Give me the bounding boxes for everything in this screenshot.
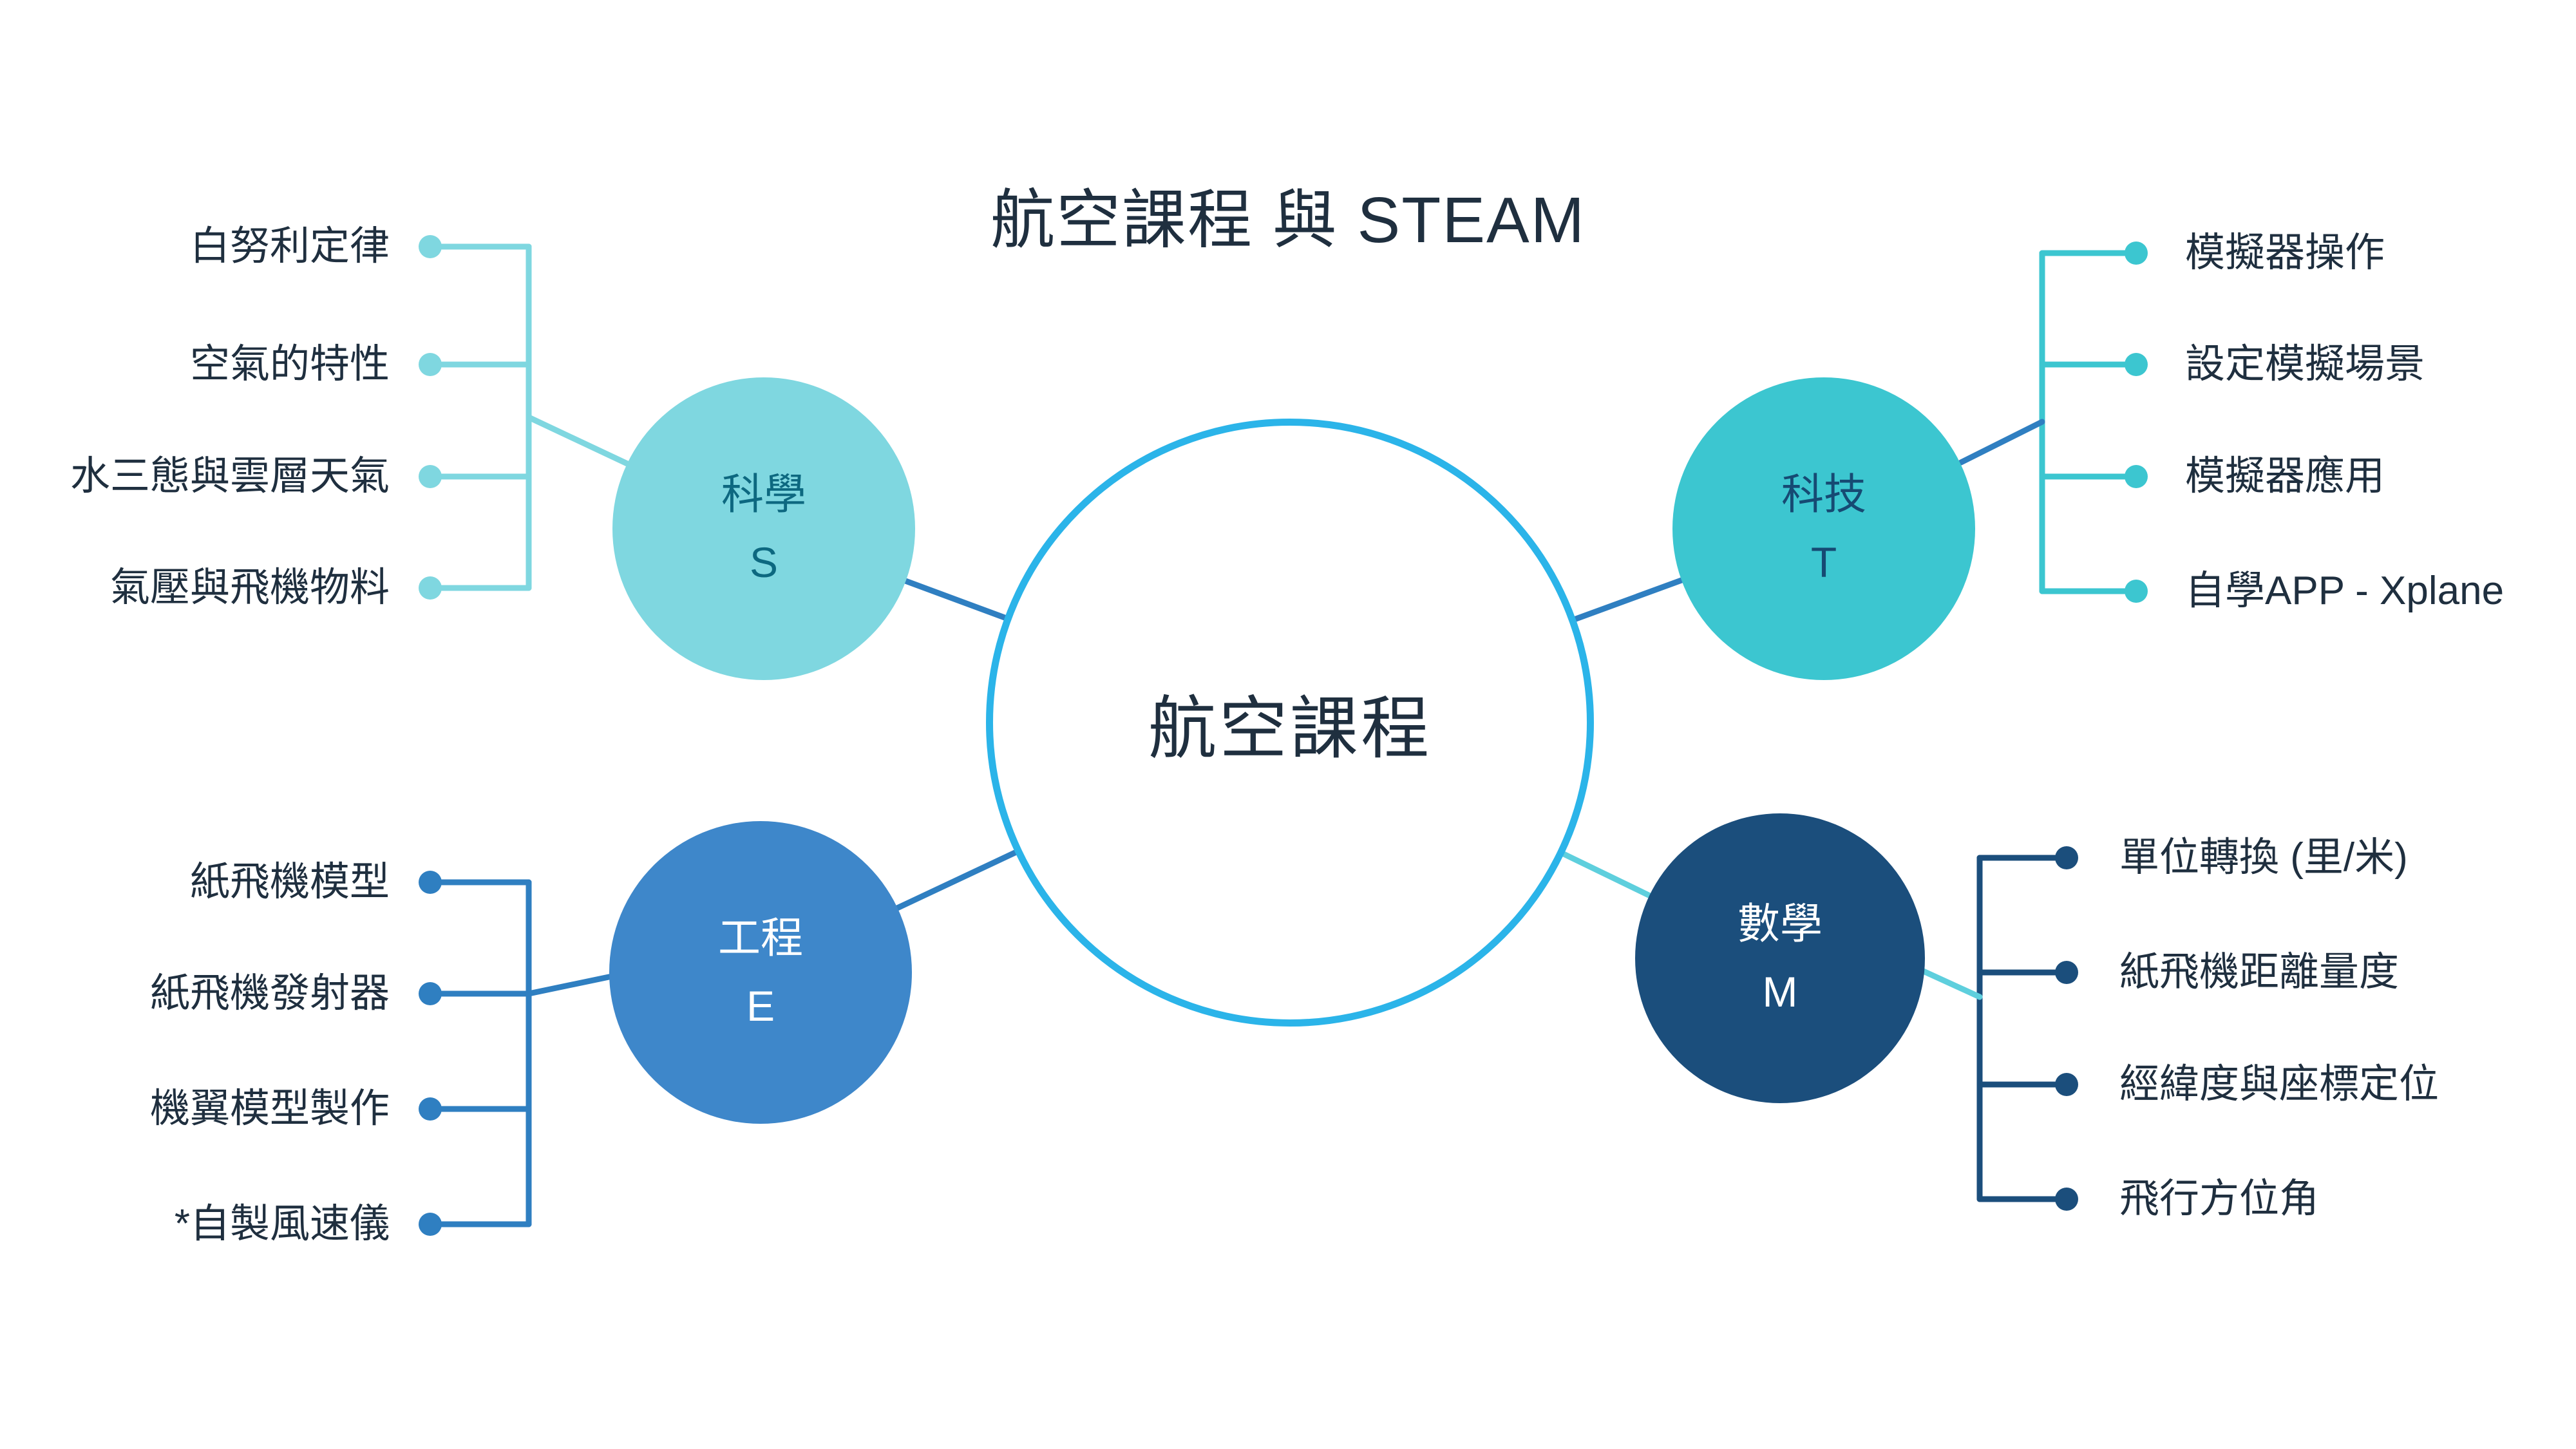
math-item-label: 飛行方位角 bbox=[2119, 1177, 2320, 1221]
science-item-label: 水三態與雲層天氣 bbox=[70, 454, 390, 498]
math-item-label: 單位轉換 (里/米) bbox=[2119, 835, 2408, 880]
math-node: 數學 M bbox=[1635, 813, 1925, 1103]
science-item-dot bbox=[419, 576, 442, 600]
tech-node-label: 科技 bbox=[1781, 470, 1866, 518]
engineering-node-letter: E bbox=[746, 982, 775, 1030]
engineering-item-dot bbox=[419, 1213, 442, 1236]
engineering-node-label: 工程 bbox=[718, 914, 803, 962]
tech-item-dot bbox=[2125, 580, 2148, 603]
tech-item-dot bbox=[2125, 465, 2148, 488]
tech-node: 科技 T bbox=[1672, 377, 1975, 680]
math-item-dot bbox=[2055, 961, 2078, 984]
engineering-item-label: 機翼模型製作 bbox=[149, 1086, 390, 1131]
math-item-dot bbox=[2055, 846, 2078, 869]
center-to-science-line bbox=[902, 578, 1008, 621]
tech-item-dot bbox=[2125, 242, 2148, 265]
engineering-item-dot bbox=[419, 1097, 442, 1121]
science-item-label: 空氣的特性 bbox=[189, 342, 390, 386]
engineering-item-dot bbox=[419, 982, 442, 1005]
science-node-letter: S bbox=[749, 538, 779, 586]
math-node-label: 數學 bbox=[1738, 900, 1823, 948]
center-to-tech-line bbox=[1573, 577, 1685, 622]
science-item-label: 氣壓與飛機物料 bbox=[109, 565, 390, 610]
tech-item-label: 模擬器應用 bbox=[2185, 454, 2385, 498]
center-node: 航空課程 bbox=[986, 419, 1594, 1027]
math-item-dot bbox=[2055, 1188, 2078, 1211]
engineering-node: 工程 E bbox=[609, 821, 912, 1124]
science-node-label: 科學 bbox=[721, 470, 806, 518]
science-item-dot bbox=[419, 465, 442, 488]
diagram-title: 航空課程 與 STEAM bbox=[990, 184, 1586, 256]
science-item-dot bbox=[419, 353, 442, 376]
tech-item-label: 自學APP - Xplane bbox=[2185, 569, 2505, 613]
engineering-item-dot bbox=[419, 871, 442, 894]
tech-item-dot bbox=[2125, 353, 2148, 376]
math-item-dot bbox=[2055, 1073, 2078, 1096]
center-to-engineering-line bbox=[891, 849, 1018, 913]
science-item-dot bbox=[419, 235, 442, 258]
science-node: 科學 S bbox=[612, 377, 915, 680]
tech-item-label: 設定模擬場景 bbox=[2185, 342, 2425, 386]
center-node-label: 航空課程 bbox=[1148, 691, 1432, 767]
engineering-item-label: 紙飛機發射器 bbox=[149, 971, 390, 1016]
tech-branch-line bbox=[1958, 419, 2045, 466]
center-to-math-line bbox=[1560, 851, 1652, 898]
engineering-branch-line bbox=[526, 972, 618, 997]
tech-item-label: 模擬器操作 bbox=[2185, 231, 2385, 275]
science-item-label: 白努利定律 bbox=[189, 224, 390, 269]
math-item-label: 經緯度與座標定位 bbox=[2119, 1062, 2439, 1106]
tech-node-letter: T bbox=[1810, 538, 1837, 586]
science-branch-line bbox=[526, 414, 630, 467]
math-item-label: 紙飛機距離量度 bbox=[2119, 950, 2400, 994]
math-node-letter: M bbox=[1762, 968, 1798, 1016]
engineering-item-label: *自製風速儀 bbox=[174, 1202, 390, 1246]
engineering-item-label: 紙飛機模型 bbox=[189, 860, 390, 904]
math-branch-line bbox=[1916, 966, 1983, 1000]
